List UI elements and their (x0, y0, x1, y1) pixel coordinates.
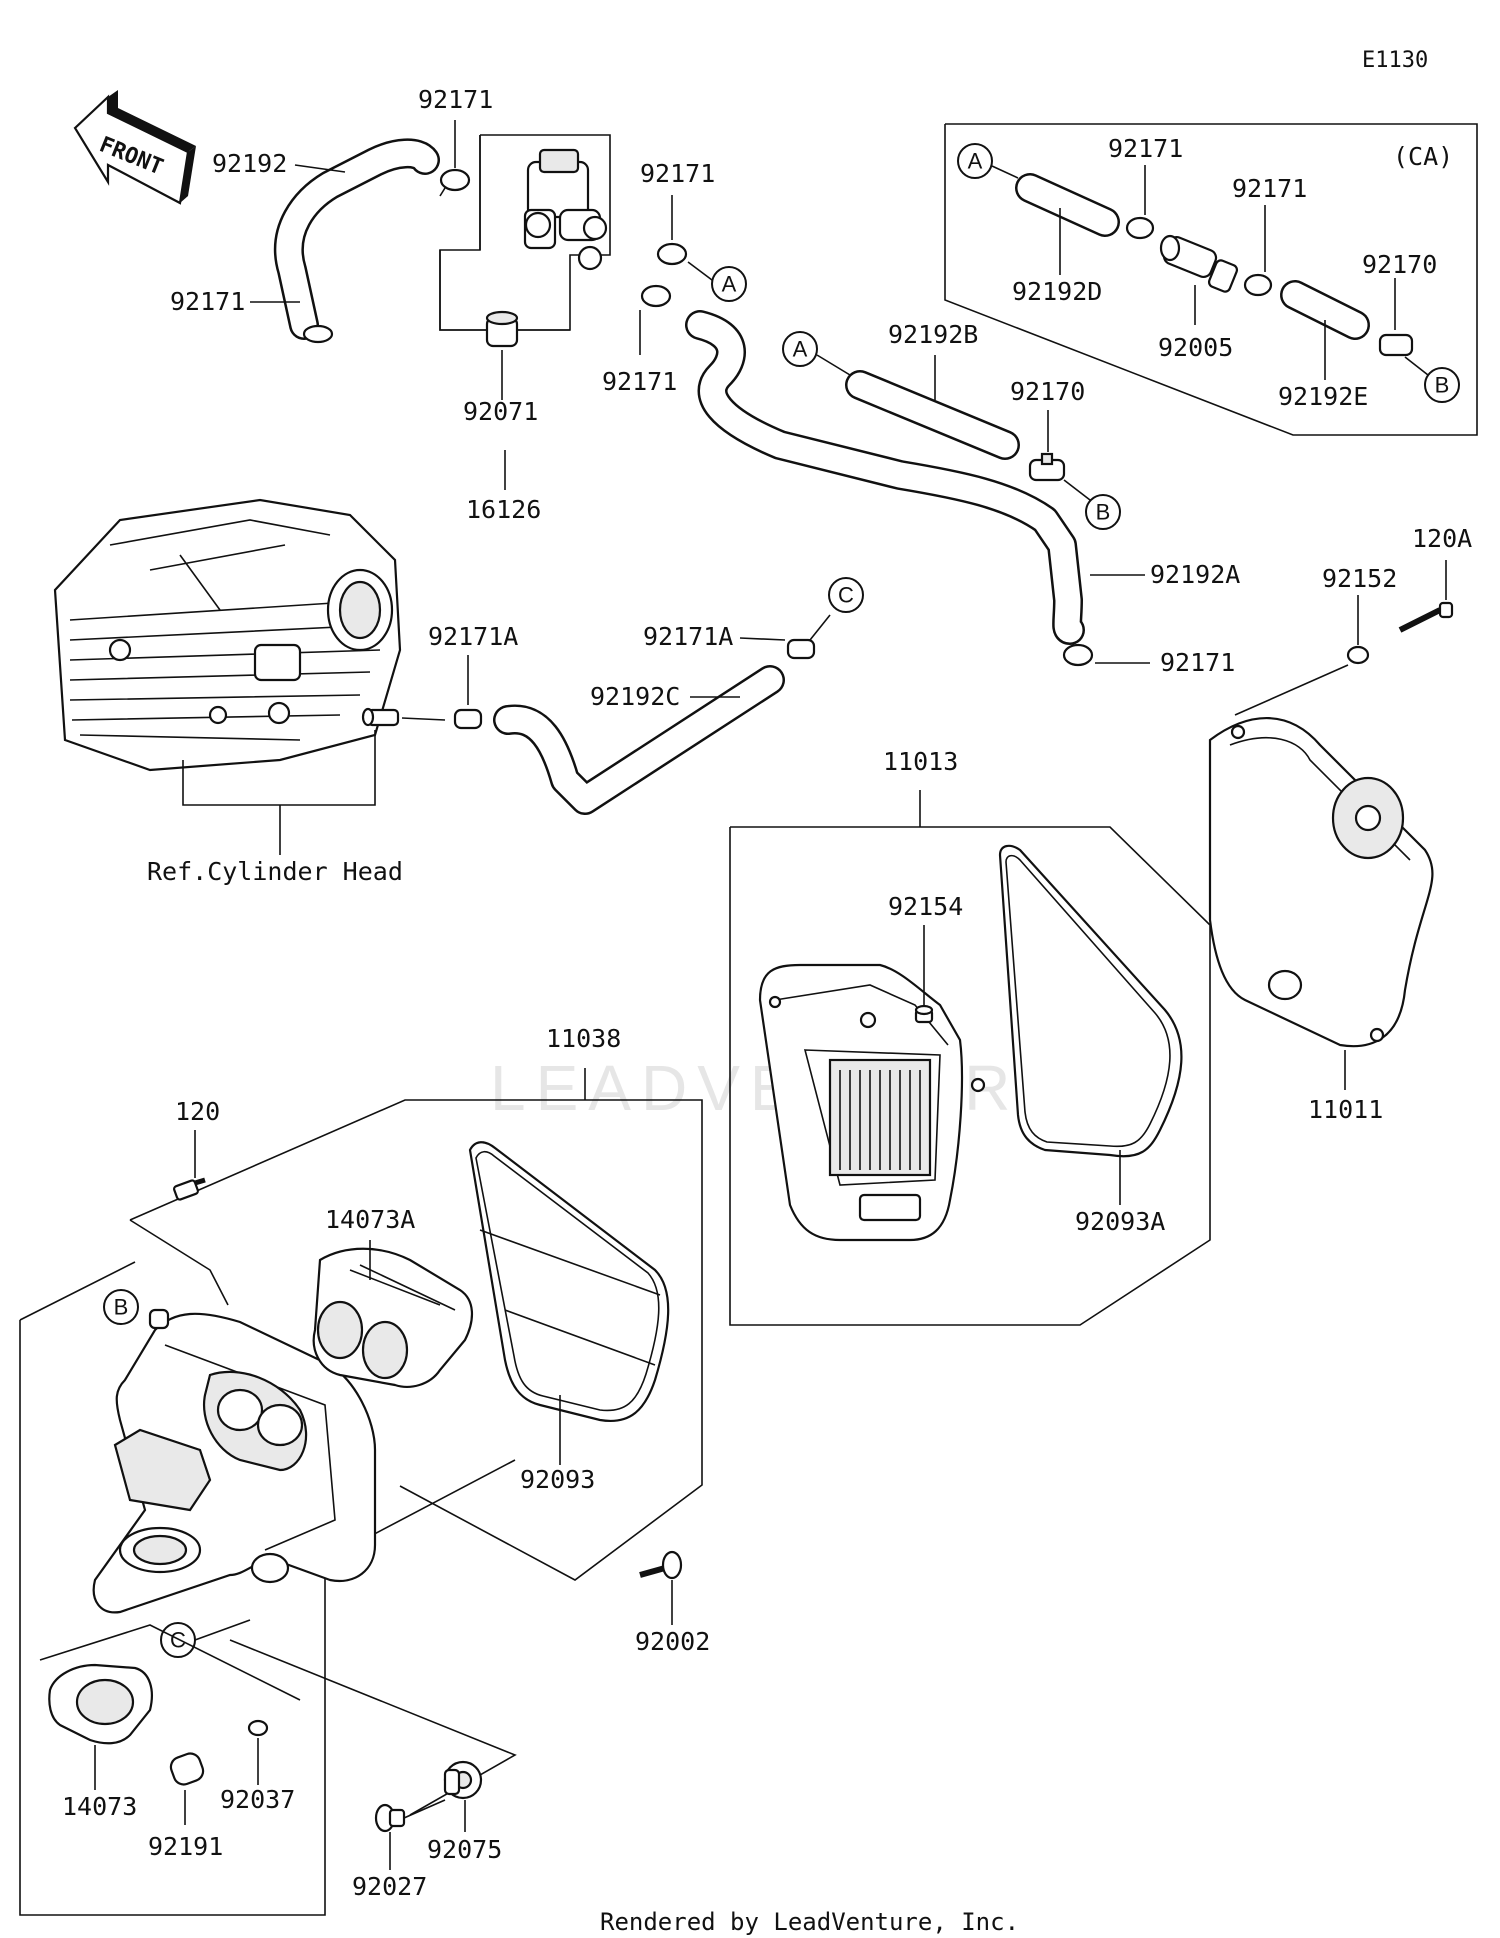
label-92170: 92170 (1010, 377, 1085, 406)
label-ca-92170: 92170 (1362, 250, 1437, 279)
hose-92192[interactable] (273, 138, 440, 340)
connector-c-2: C (160, 1622, 196, 1658)
bolt-120a-icon[interactable] (1398, 601, 1454, 633)
washer-92152-icon[interactable] (1346, 645, 1370, 665)
label-120: 120 (175, 1097, 220, 1126)
diagram-code: E1130 (1362, 48, 1428, 73)
label-92171-top: 92171 (418, 85, 493, 114)
air-cleaner-base-11038[interactable] (92, 1308, 377, 1614)
bolt-120-icon[interactable] (173, 1177, 206, 1201)
svg-text:B: B (1096, 500, 1111, 525)
hose-92192a[interactable] (685, 310, 1085, 645)
connector-c-1: C (828, 577, 864, 613)
label-92192c: 92192C (590, 682, 680, 711)
connector-a-ca: A (957, 143, 993, 179)
label-11038: 11038 (546, 1024, 621, 1053)
connector-b-1: B (1085, 494, 1121, 530)
hose-92192c[interactable] (493, 665, 785, 815)
label-92075: 92075 (427, 1835, 502, 1864)
label-92192: 92192 (212, 149, 287, 178)
hose-92192e[interactable] (1280, 280, 1370, 340)
label-92192a: 92192A (1150, 560, 1240, 589)
svg-text:C: C (838, 583, 854, 608)
label-14073: 14073 (62, 1792, 137, 1821)
nipple-fitting (361, 707, 400, 727)
plug-92027-icon[interactable] (374, 1803, 406, 1833)
label-92152: 92152 (1322, 564, 1397, 593)
duct-14073a[interactable] (312, 1247, 473, 1388)
svg-text:B: B (114, 1295, 129, 1320)
cylinder-head (53, 498, 402, 772)
screw-92154-icon[interactable] (914, 1004, 934, 1024)
clamp-ca-92170-icon[interactable] (1378, 333, 1414, 357)
label-ca-92171-1: 92171 (1108, 134, 1183, 163)
label-92093: 92093 (520, 1465, 595, 1494)
label-92071: 92071 (463, 397, 538, 426)
gasket-92093[interactable] (468, 1141, 670, 1423)
connector-a-2: A (782, 331, 818, 367)
credit-text: Rendered by LeadVenture, Inc. (600, 1908, 1019, 1936)
label-92192e: 92192E (1278, 382, 1368, 411)
label-92171-bottom: 92171 (1160, 648, 1235, 677)
label-92171-a: 92171 (640, 159, 715, 188)
clamp-92171-left-icon[interactable] (302, 324, 334, 344)
connector-a-1: A (711, 266, 747, 302)
label-92192d: 92192D (1012, 277, 1102, 306)
svg-text:C: C (170, 1628, 186, 1653)
hose-92192d[interactable] (1015, 173, 1120, 237)
label-92002: 92002 (635, 1627, 710, 1656)
svg-text:A: A (793, 337, 808, 362)
label-92154: 92154 (888, 892, 963, 921)
label-ca-92171-2: 92171 (1232, 174, 1307, 203)
label-92171a-1: 92171A (428, 622, 518, 651)
element-11013[interactable] (758, 963, 986, 1242)
clamp-ca-92171-1-icon[interactable] (1125, 216, 1155, 240)
label-92171a-2: 92171A (643, 622, 733, 651)
clamp-92171-mid-icon[interactable] (640, 284, 672, 308)
clamp-92171a-2-icon[interactable] (786, 638, 816, 660)
cap-92191-icon[interactable] (168, 1751, 206, 1788)
label-92192b: 92192B (888, 320, 978, 349)
cap-92071[interactable] (485, 310, 519, 348)
label-92191: 92191 (148, 1832, 223, 1861)
label-92093a: 92093A (1075, 1207, 1165, 1236)
reference-cylinder-head: Ref.Cylinder Head (147, 857, 403, 886)
clamp-92171a-1-icon[interactable] (453, 708, 483, 730)
clamp-92170-icon[interactable] (1028, 452, 1066, 482)
air-cleaner-cover-11011[interactable] (1208, 717, 1434, 1048)
gasket-92093a[interactable] (998, 844, 1183, 1158)
label-92171-left: 92171 (170, 287, 245, 316)
label-92171-mid: 92171 (602, 367, 677, 396)
hose-92192b[interactable] (845, 370, 1020, 460)
connector-b-2: B (103, 1289, 139, 1325)
clip-92037-icon[interactable] (247, 1719, 269, 1737)
label-11013: 11013 (883, 747, 958, 776)
clamp-92171-a-icon[interactable] (656, 242, 688, 266)
clamp-92171-top-icon[interactable] (439, 168, 471, 197)
svg-text:A: A (722, 272, 737, 297)
clamp-ca-92171-2-icon[interactable] (1243, 273, 1273, 297)
svg-text:A: A (968, 149, 983, 174)
duct-14073[interactable] (48, 1663, 153, 1745)
label-120a: 120A (1412, 524, 1472, 553)
front-arrow-icon: FRONT (73, 90, 196, 205)
region-ca-label: (CA) (1393, 142, 1453, 171)
connector-b-ca: B (1424, 367, 1460, 403)
label-92037: 92037 (220, 1785, 295, 1814)
label-92005: 92005 (1158, 333, 1233, 362)
fitting-92005[interactable] (1159, 234, 1239, 293)
label-16126: 16126 (466, 495, 541, 524)
air-valve-16126[interactable] (523, 148, 608, 271)
label-11011: 11011 (1308, 1095, 1383, 1124)
screw-92002-icon[interactable] (639, 1550, 683, 1580)
label-14073a: 14073A (325, 1205, 415, 1234)
grommet-92075-icon[interactable] (443, 1760, 483, 1800)
clamp-92171-bottom-icon[interactable] (1062, 643, 1094, 667)
label-92027: 92027 (352, 1872, 427, 1901)
svg-text:B: B (1435, 373, 1450, 398)
